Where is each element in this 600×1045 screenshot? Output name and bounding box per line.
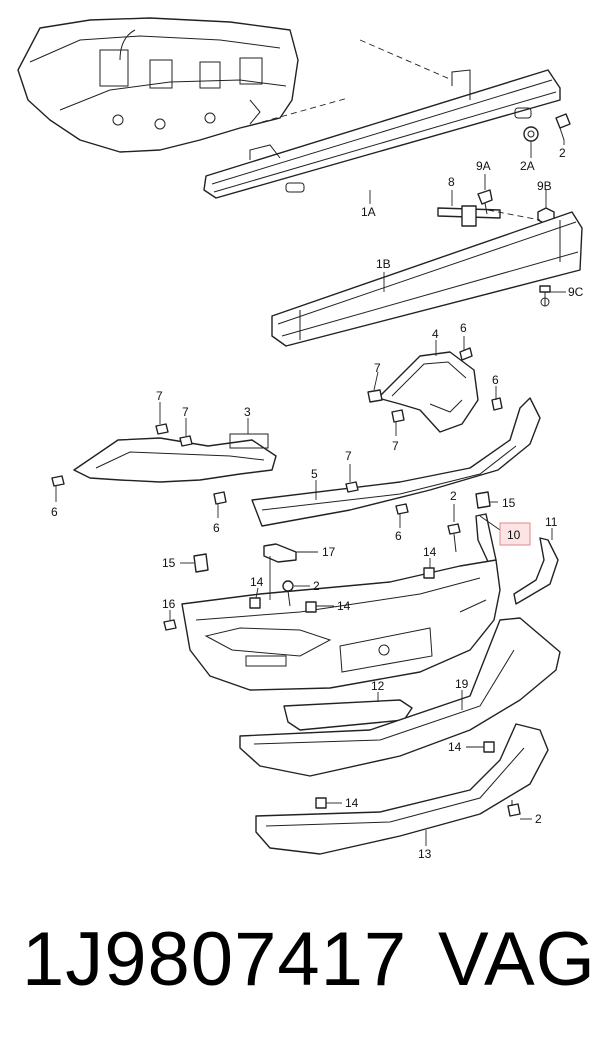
bolt-2-c	[282, 580, 294, 607]
label-12: 12	[371, 679, 385, 693]
part-1A-bumper-beam	[203, 69, 561, 199]
clip-7-d	[179, 435, 193, 447]
label-6-c: 6	[51, 505, 58, 519]
label-16: 16	[162, 597, 176, 611]
dashed-guide-body	[261, 97, 349, 123]
clip-7-c	[155, 423, 169, 435]
screw-6-b	[491, 397, 503, 411]
label-7-a: 7	[374, 361, 381, 375]
highlight-box-10	[499, 522, 531, 546]
label-14-c: 14	[337, 599, 351, 613]
exploded-parts-diagram: 1A 2A 2 9A 8 9B 1B 9C 4 6 6 7 7 3 7 7 6 …	[17, 17, 584, 861]
clip-15-a	[475, 491, 491, 509]
label-9C: 9C	[568, 285, 584, 299]
label-7-d: 7	[182, 405, 189, 419]
label-6-a: 6	[460, 321, 467, 335]
bolt-9C	[539, 285, 551, 307]
screw-6-c	[51, 475, 65, 487]
screw-16	[163, 619, 177, 631]
part-13-diffuser	[255, 723, 549, 855]
label-2-b: 2	[450, 489, 457, 503]
leader-lines	[55, 140, 566, 846]
label-1B: 1B	[376, 257, 391, 271]
label-10: 10	[507, 528, 521, 542]
label-1A: 1A	[361, 205, 376, 219]
label-19: 19	[455, 677, 469, 691]
vehicle-rear-body	[17, 17, 299, 153]
footer: 1J9807417 VAG	[0, 905, 600, 1015]
clip-7-a	[367, 389, 383, 403]
label-6-e: 6	[395, 529, 402, 543]
label-15-b: 15	[162, 556, 176, 570]
label-7-c: 7	[156, 389, 163, 403]
label-9A: 9A	[476, 159, 491, 173]
screw-6-d	[213, 491, 227, 505]
label-4: 4	[432, 327, 439, 341]
clip-14-d	[483, 741, 495, 753]
label-2-d: 2	[535, 812, 542, 826]
clip-14-c	[305, 601, 317, 613]
part-10-side-bracket	[475, 513, 497, 567]
clip-7-b	[391, 409, 405, 423]
clip-14-a	[423, 567, 435, 579]
stud-8	[437, 205, 501, 227]
label-17: 17	[322, 545, 336, 559]
label-3: 3	[244, 405, 251, 419]
label-14-b: 14	[250, 575, 264, 589]
label-9B: 9B	[537, 179, 552, 193]
clip-7-e	[345, 481, 359, 493]
label-14-d: 14	[448, 740, 462, 754]
clip-15-b	[193, 553, 209, 573]
label-15-a: 15	[502, 496, 516, 510]
part-11-side-trim	[513, 537, 559, 605]
label-14-a: 14	[423, 545, 437, 559]
bolt-2-b	[447, 523, 461, 553]
dashed-guide-8	[487, 209, 541, 221]
screw-6-a	[459, 347, 473, 361]
screw-6-e	[395, 503, 409, 515]
clip-14-e	[315, 797, 327, 809]
label-13: 13	[418, 847, 432, 861]
nut-2A	[523, 126, 539, 142]
label-7-b: 7	[392, 439, 399, 453]
part-3-left-bracket	[73, 433, 277, 483]
dashed-guide-1A	[359, 39, 453, 81]
part-4-right-bracket	[377, 351, 479, 433]
label-7-e: 7	[345, 449, 352, 463]
label-2: 2	[559, 146, 566, 160]
label-6-d: 6	[213, 521, 220, 535]
label-8: 8	[448, 175, 455, 189]
bumper-cover	[181, 559, 501, 691]
label-11: 11	[545, 515, 558, 529]
label-5: 5	[311, 467, 318, 481]
screw-9A	[477, 189, 493, 215]
part-number: 1J9807417	[22, 917, 408, 1002]
label-14-e: 14	[345, 796, 359, 810]
part-labels: 1A 2A 2 9A 8 9B 1B 9C 4 6 6 7 7 3 7 7 6 …	[51, 146, 584, 861]
label-6-b: 6	[492, 373, 499, 387]
bracket-17	[263, 543, 297, 563]
part-5-mounting-rail	[251, 397, 541, 527]
clip-14-b	[249, 597, 261, 609]
label-2A: 2A	[520, 159, 535, 173]
label-2-c: 2	[313, 579, 320, 593]
brand-name: VAG	[438, 917, 596, 1002]
part-19-lower-strip	[239, 617, 561, 777]
bolt-2	[555, 113, 571, 141]
part-1B-impact-absorber	[271, 211, 583, 347]
bolt-2-d	[507, 800, 521, 817]
